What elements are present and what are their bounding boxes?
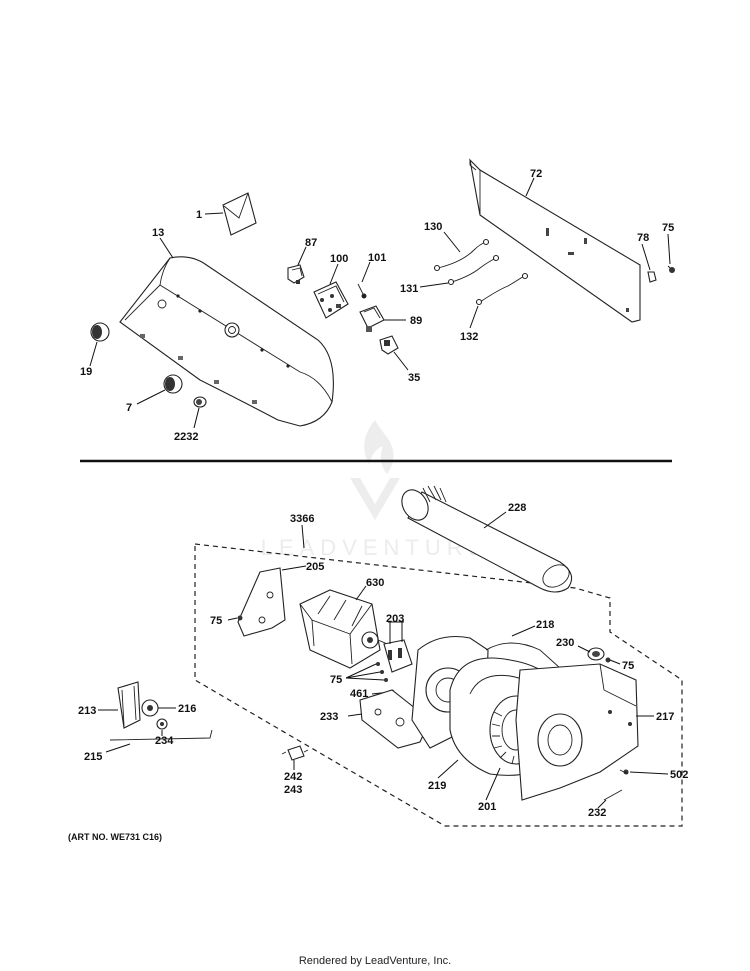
label-233: 233 xyxy=(320,711,338,723)
label-230: 230 xyxy=(556,637,574,649)
label-502: 502 xyxy=(670,769,688,781)
part-100-control-board xyxy=(313,281,349,319)
label-228: 228 xyxy=(508,502,526,514)
footer-credit: Rendered by LeadVenture, Inc. xyxy=(298,955,452,967)
part-217-rear-housing xyxy=(515,663,639,801)
label-89: 89 xyxy=(410,315,422,327)
label-216: 216 xyxy=(178,703,196,715)
part-242-thermal-fuse xyxy=(281,745,309,761)
part-75-screws-center xyxy=(376,662,388,682)
label-243: 243 xyxy=(284,784,302,796)
art-number-caption: (ART NO. WE731 C16) xyxy=(68,832,163,842)
label-100: 100 xyxy=(330,253,348,265)
part-630-motor xyxy=(299,589,393,669)
part-234-pulley xyxy=(156,718,168,730)
part-230-thermistor xyxy=(587,647,605,661)
label-217: 217 xyxy=(656,711,674,723)
part-35-switch xyxy=(379,335,399,355)
label-215: 215 xyxy=(84,751,102,763)
part-232-sensor xyxy=(603,789,623,801)
part-75-screw-top xyxy=(667,265,675,273)
part-19-knob xyxy=(90,322,110,342)
part-502-screw xyxy=(619,769,629,775)
part-215-belt xyxy=(109,729,213,741)
label-13: 13 xyxy=(152,227,164,239)
part-203-switch xyxy=(383,639,413,673)
part-75-screw-right xyxy=(605,657,611,663)
part-205-bracket xyxy=(237,567,286,637)
label-213: 213 xyxy=(78,705,96,717)
part-13-control-panel xyxy=(119,256,334,427)
label-234: 234 xyxy=(155,735,174,747)
label-78: 78 xyxy=(637,232,649,244)
part-7-knob xyxy=(163,374,183,394)
label-232: 232 xyxy=(588,807,606,819)
part-233-motor-mount xyxy=(359,689,431,749)
part-78-clip xyxy=(647,271,657,283)
label-132: 132 xyxy=(460,331,478,343)
part-wire-harnesses xyxy=(433,238,529,306)
part-87-switch xyxy=(287,264,305,284)
part-1-manual xyxy=(222,192,257,236)
part-72-back-panel xyxy=(469,158,641,323)
part-75-screw-left xyxy=(237,615,243,621)
label-461: 461 xyxy=(350,688,368,700)
label-75-left: 75 xyxy=(210,615,222,627)
label-7: 7 xyxy=(126,402,132,414)
label-201: 201 xyxy=(478,801,496,813)
label-75-center: 75 xyxy=(330,674,342,686)
part-2232-button xyxy=(193,396,207,408)
label-205: 205 xyxy=(306,561,324,573)
label-218: 218 xyxy=(536,619,554,631)
label-101: 101 xyxy=(368,252,386,264)
label-219: 219 xyxy=(428,780,446,792)
label-19: 19 xyxy=(80,366,92,378)
part-89-rotary-switch xyxy=(359,305,385,332)
label-630: 630 xyxy=(366,577,384,589)
label-35: 35 xyxy=(408,372,420,384)
label-87: 87 xyxy=(305,237,317,249)
part-216-pulley xyxy=(141,699,159,717)
label-242: 242 xyxy=(284,771,302,783)
label-75-top: 75 xyxy=(662,222,674,234)
label-131: 131 xyxy=(400,283,418,295)
label-75-right: 75 xyxy=(622,660,634,672)
label-1: 1 xyxy=(196,209,202,221)
label-3366: 3366 xyxy=(290,513,314,525)
label-72: 72 xyxy=(530,168,542,180)
label-2232: 2232 xyxy=(174,431,198,443)
part-213-idler-arm xyxy=(117,681,141,729)
label-130: 130 xyxy=(424,221,442,233)
label-203: 203 xyxy=(386,613,404,625)
part-101-screw xyxy=(357,283,367,299)
part-228-duct xyxy=(401,485,573,593)
